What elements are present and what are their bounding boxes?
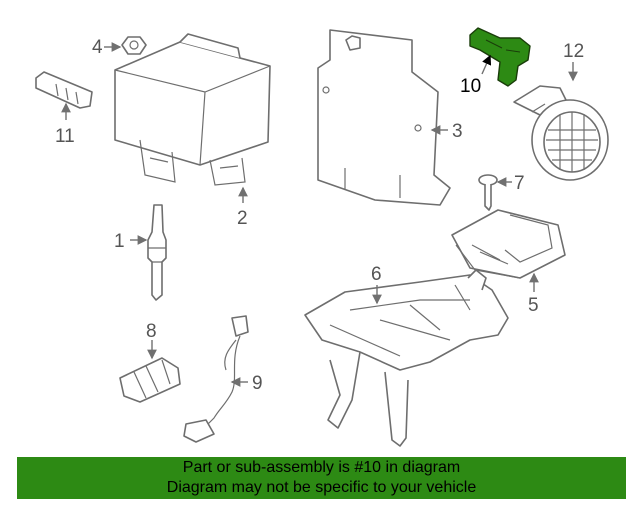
part-1-glow-plug	[147, 204, 167, 301]
callout-8: 8	[146, 321, 157, 342]
part-7-screw	[478, 174, 498, 211]
part-11-connector	[35, 71, 93, 109]
part-4-nut	[121, 36, 147, 55]
banner-line-disclaimer: Diagram may not be specific to your vehi…	[166, 479, 477, 496]
part-12-air-flow-meter	[513, 85, 609, 181]
leader-lines	[61, 42, 578, 387]
part-2-control-module	[114, 33, 271, 186]
callout-12: 12	[563, 41, 584, 62]
callout-2: 2	[237, 208, 248, 229]
callout-labels: 4 11 3 10 12 7 2 1 6 5 8 9	[55, 37, 584, 394]
callout-3: 3	[452, 121, 463, 142]
callout-7: 7	[514, 173, 525, 194]
callout-11: 11	[55, 126, 75, 147]
callout-10: 10	[460, 76, 481, 97]
parts-diagram: 4 11 3 10 12 7 2 1 6 5 8 9	[35, 27, 609, 447]
part-5-ecu	[451, 209, 566, 279]
callout-5: 5	[528, 295, 539, 316]
part-6-mounting-bracket	[304, 269, 509, 447]
callout-1: 1	[114, 231, 125, 252]
part-8-sensor	[119, 357, 181, 403]
info-banner: Part or sub-assembly is #10 in diagram D…	[17, 457, 626, 499]
callout-4: 4	[92, 37, 103, 58]
part-3-bracket	[317, 29, 451, 206]
callout-9: 9	[252, 373, 263, 394]
banner-line-part-reference: Part or sub-assembly is #10 in diagram	[182, 459, 461, 476]
part-10-sensor-highlighted	[469, 27, 531, 87]
part-9-sensor-harness	[183, 315, 249, 443]
callout-6: 6	[371, 264, 382, 285]
